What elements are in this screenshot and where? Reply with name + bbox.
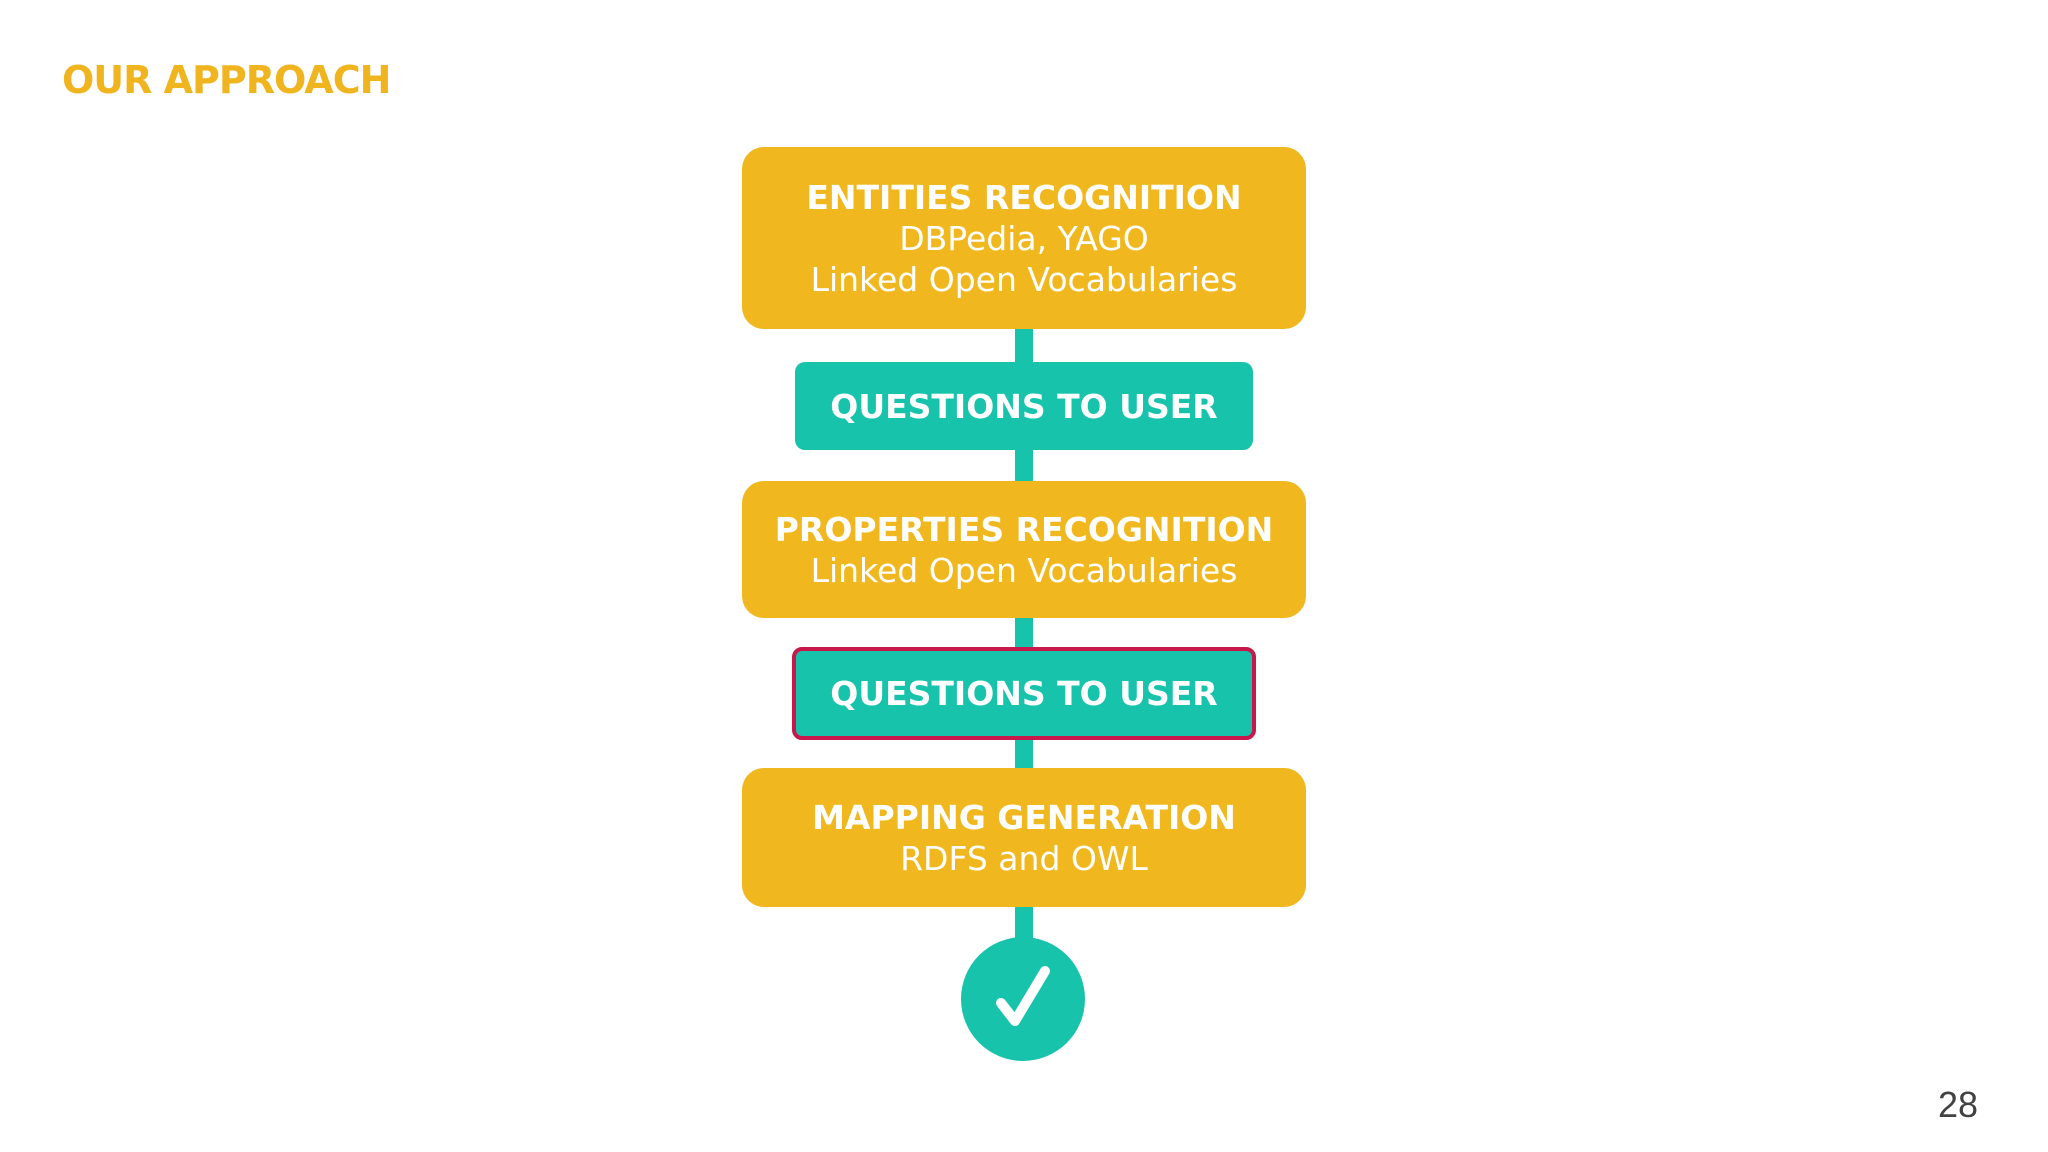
- step-detail: DBPedia, YAGO: [899, 218, 1149, 258]
- page-number: 28: [1937, 1084, 1978, 1125]
- step-properties-recognition: PROPERTIES RECOGNITION Linked Open Vocab…: [742, 481, 1306, 618]
- step-detail: RDFS and OWL: [900, 838, 1148, 878]
- step-questions-to-user-highlighted: QUESTIONS TO USER: [792, 647, 1256, 740]
- step-heading: ENTITIES RECOGNITION: [806, 177, 1242, 217]
- step-heading: MAPPING GENERATION: [812, 797, 1236, 837]
- step-detail: Linked Open Vocabularies: [810, 259, 1238, 299]
- step-mapping-generation: MAPPING GENERATION RDFS and OWL: [742, 768, 1306, 907]
- step-questions-to-user: QUESTIONS TO USER: [795, 362, 1253, 450]
- completion-badge: [961, 937, 1085, 1061]
- step-entities-recognition: ENTITIES RECOGNITION DBPedia, YAGO Linke…: [742, 147, 1306, 329]
- step-heading: QUESTIONS TO USER: [830, 674, 1218, 713]
- step-heading: PROPERTIES RECOGNITION: [774, 509, 1274, 549]
- checkmark-icon: [996, 966, 1050, 1026]
- step-detail: Linked Open Vocabularies: [810, 550, 1238, 590]
- slide-title: OUR APPROACH: [62, 58, 391, 102]
- step-heading: QUESTIONS TO USER: [830, 386, 1218, 426]
